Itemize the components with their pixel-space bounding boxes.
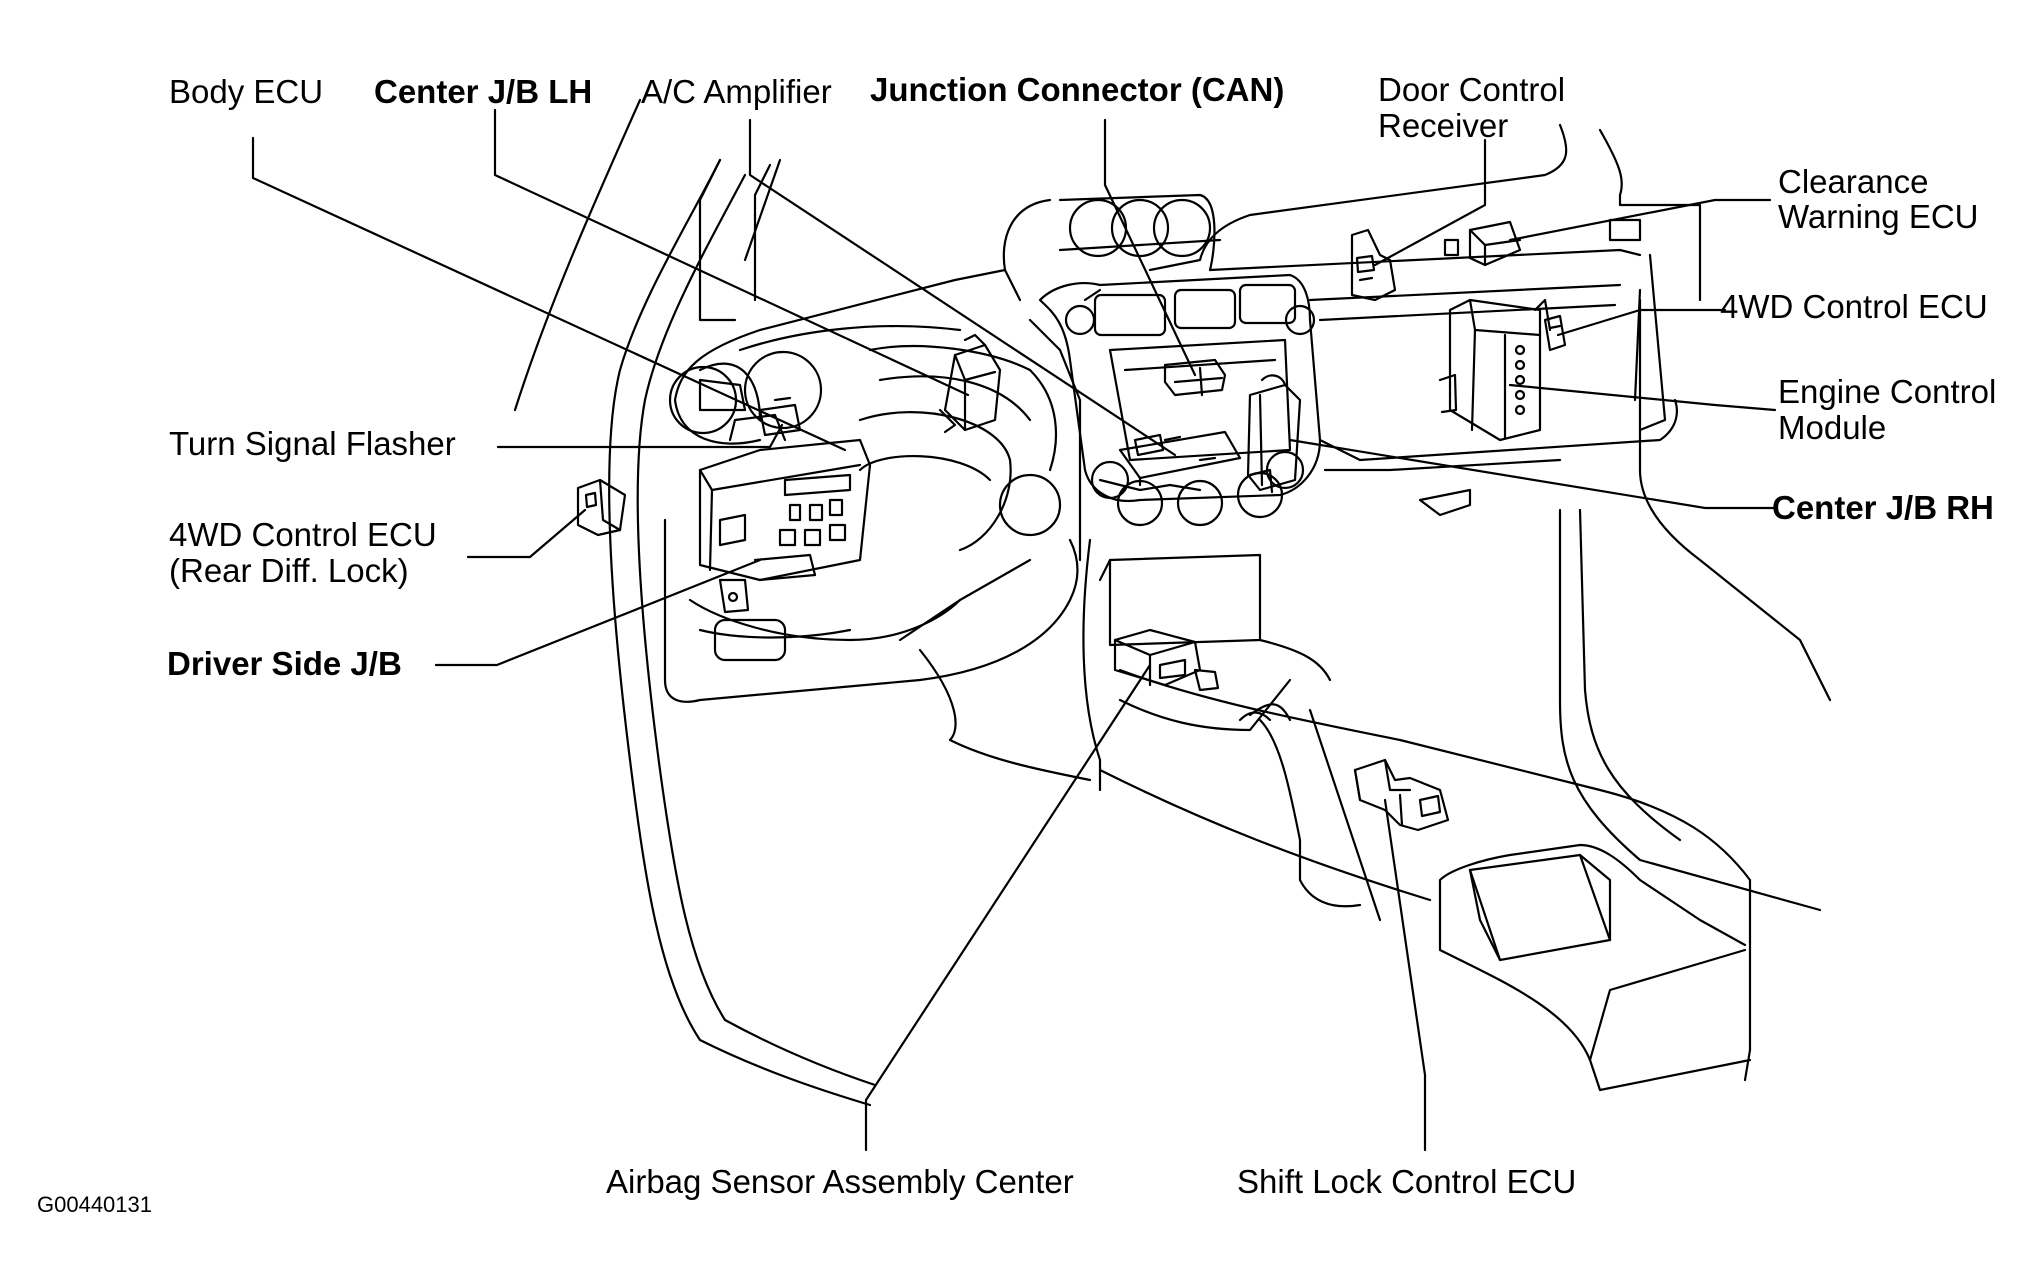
leader-center-jb-lh bbox=[493, 108, 970, 397]
label-airbag-sensor: Airbag Sensor Assembly Center bbox=[606, 1163, 1074, 1200]
label-ac-amplifier: A/C Amplifier bbox=[641, 73, 832, 110]
leader-door-control-receiver bbox=[1373, 138, 1487, 267]
right-side-wall bbox=[1638, 298, 1832, 702]
right-lower-dash bbox=[1318, 398, 1822, 912]
leader-clearance-warning bbox=[1508, 198, 1772, 242]
clearance-warning-ecu-component bbox=[1443, 220, 1522, 267]
leader-engine-control-module bbox=[1508, 383, 1777, 412]
airbag-sensor-component bbox=[1113, 628, 1220, 692]
shift-lock-ecu-component bbox=[1353, 758, 1450, 832]
ac-amplifier-component bbox=[1118, 430, 1242, 487]
label-center-jb-lh: Center J/B LH bbox=[374, 73, 593, 110]
figure-id: G00440131 bbox=[37, 1192, 152, 1217]
label-rear-diff-lock-1: 4WD Control ECU bbox=[169, 516, 437, 553]
leader-lines bbox=[251, 108, 1777, 1152]
leader-shift-lock bbox=[1383, 798, 1427, 1152]
label-door-control-receiver-1: Door Control bbox=[1378, 71, 1566, 108]
center-jb-rh-component bbox=[1246, 374, 1302, 494]
label-junction-connector: Junction Connector (CAN) bbox=[870, 71, 1285, 108]
fourwd-control-ecu-component bbox=[1543, 314, 1567, 352]
junction-connector-component bbox=[1163, 358, 1227, 397]
label-body-ecu: Body ECU bbox=[169, 73, 324, 110]
leader-rear-diff-lock bbox=[466, 508, 587, 559]
label-rear-diff-lock-2: (Rear Diff. Lock) bbox=[169, 552, 409, 589]
leader-fourwd-control-ecu bbox=[1556, 308, 1727, 337]
label-turn-signal-flasher: Turn Signal Flasher bbox=[169, 425, 456, 462]
label-door-control-receiver-2: Receiver bbox=[1378, 107, 1509, 144]
leader-body-ecu bbox=[251, 136, 847, 452]
label-center-jb-rh: Center J/B RH bbox=[1772, 489, 1994, 526]
dashboard-top-outline bbox=[673, 123, 1702, 432]
center-stack bbox=[1038, 273, 1322, 527]
label-shift-lock-ecu: Shift Lock Control ECU bbox=[1237, 1163, 1577, 1200]
leader-center-jb-rh bbox=[1288, 438, 1777, 510]
driver-side-jb-component bbox=[698, 378, 872, 614]
label-fourwd-control-ecu: 4WD Control ECU bbox=[1720, 288, 1988, 325]
label-clearance-warning-1: Clearance bbox=[1778, 163, 1929, 200]
center-jb-lh-component bbox=[938, 333, 1002, 434]
label-engine-control-module-1: Engine Control bbox=[1778, 373, 1997, 410]
door-control-receiver-component bbox=[1350, 228, 1397, 302]
label-engine-control-module-2: Module bbox=[1778, 409, 1887, 446]
door-frame-outline bbox=[513, 98, 877, 1107]
center-top-pods bbox=[1058, 198, 1222, 258]
leader-ac-amplifier bbox=[748, 118, 1177, 457]
leader-airbag-sensor bbox=[864, 663, 1152, 1152]
engine-control-module-component bbox=[1438, 298, 1552, 442]
label-clearance-warning-2: Warning ECU bbox=[1778, 198, 1979, 235]
lower-left-dash bbox=[663, 518, 1092, 782]
label-driver-side-jb: Driver Side J/B bbox=[167, 645, 402, 682]
instrument-cluster bbox=[668, 318, 1082, 562]
center-console bbox=[1082, 538, 1752, 1092]
leader-junction-connector bbox=[1103, 118, 1197, 377]
leader-turn-signal-flasher bbox=[496, 423, 784, 449]
leader-driver-side-jb bbox=[434, 558, 762, 667]
rear-diff-lock-ecu-component bbox=[576, 478, 627, 537]
